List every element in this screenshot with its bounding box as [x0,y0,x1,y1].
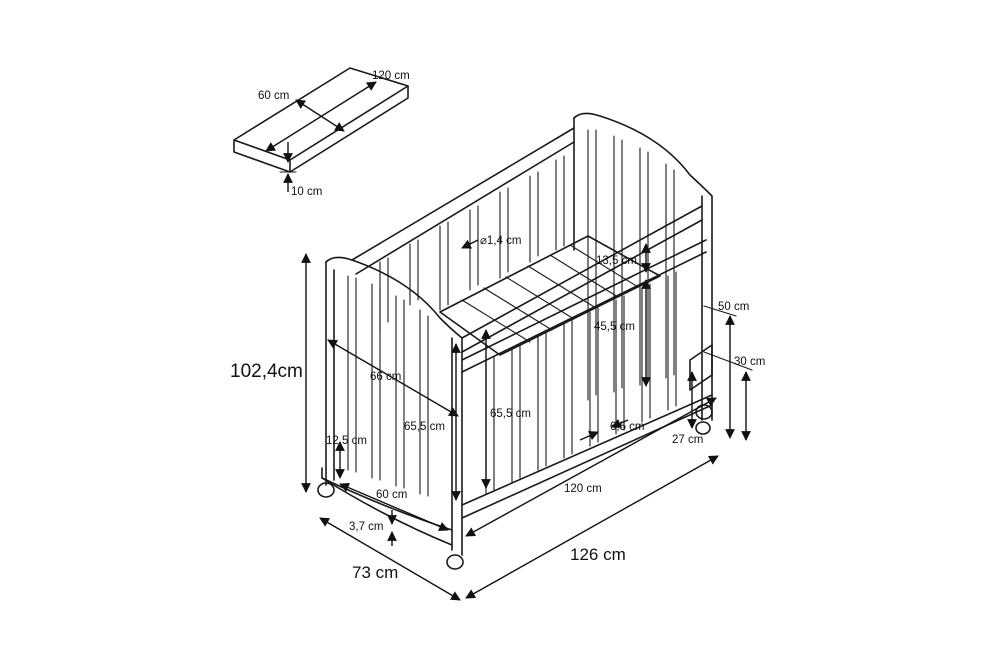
end-diagonal-label: 66 cm [370,371,401,383]
base-clearance-label: 12,5 cm [326,435,367,447]
bar-diameter-label: ⌀1,4 cm [480,235,521,247]
outer-width-arrow [319,517,461,601]
outer-width-label: 73 cm [352,563,398,582]
mattress-width-arrow [295,99,345,132]
mattress-length-label: 120 cm [372,70,410,82]
mattress-base-slats [439,235,661,356]
dimension-lines [301,239,753,601]
rail-spacing-label: 13,5 cm [596,255,637,267]
outer-length-label: 126 cm [570,545,626,564]
bar-gap-label: 6,5 cm [610,421,645,433]
headboard-bars [347,129,675,497]
end-diagonal-arrow [327,339,459,417]
wheels [317,404,713,570]
side-height-a-label: 65,5 cm [404,421,445,433]
mattress-illustration: 120 cm 60 cm 10 cm [233,67,410,198]
drawer-height-label: 30 cm [734,356,765,368]
dimension-labels: 102,4cm ⌀1,4 cm 13,5 cm 45,5 cm 66 cm 65… [230,235,765,582]
total-height-label: 102,4cm [230,361,303,382]
rocker-height-label: 3,7 cm [349,521,384,533]
bar-gap-arrow-left [579,431,599,441]
upper-rail-drop-label: 45,5 cm [594,321,635,333]
mattress-thickness-label: 10 cm [291,186,322,198]
bar-diameter-arrow [461,239,479,249]
base-width-label: 60 cm [376,489,407,501]
side-height-b-label: 65,5 cm [490,408,531,420]
outer-length-arrow [465,455,719,599]
drawer-depth-label: 50 cm [718,301,749,313]
wheel-height-label: 27 cm [672,434,703,446]
mattress-width-label: 60 cm [258,90,289,102]
inner-length-label: 120 cm [564,483,602,495]
